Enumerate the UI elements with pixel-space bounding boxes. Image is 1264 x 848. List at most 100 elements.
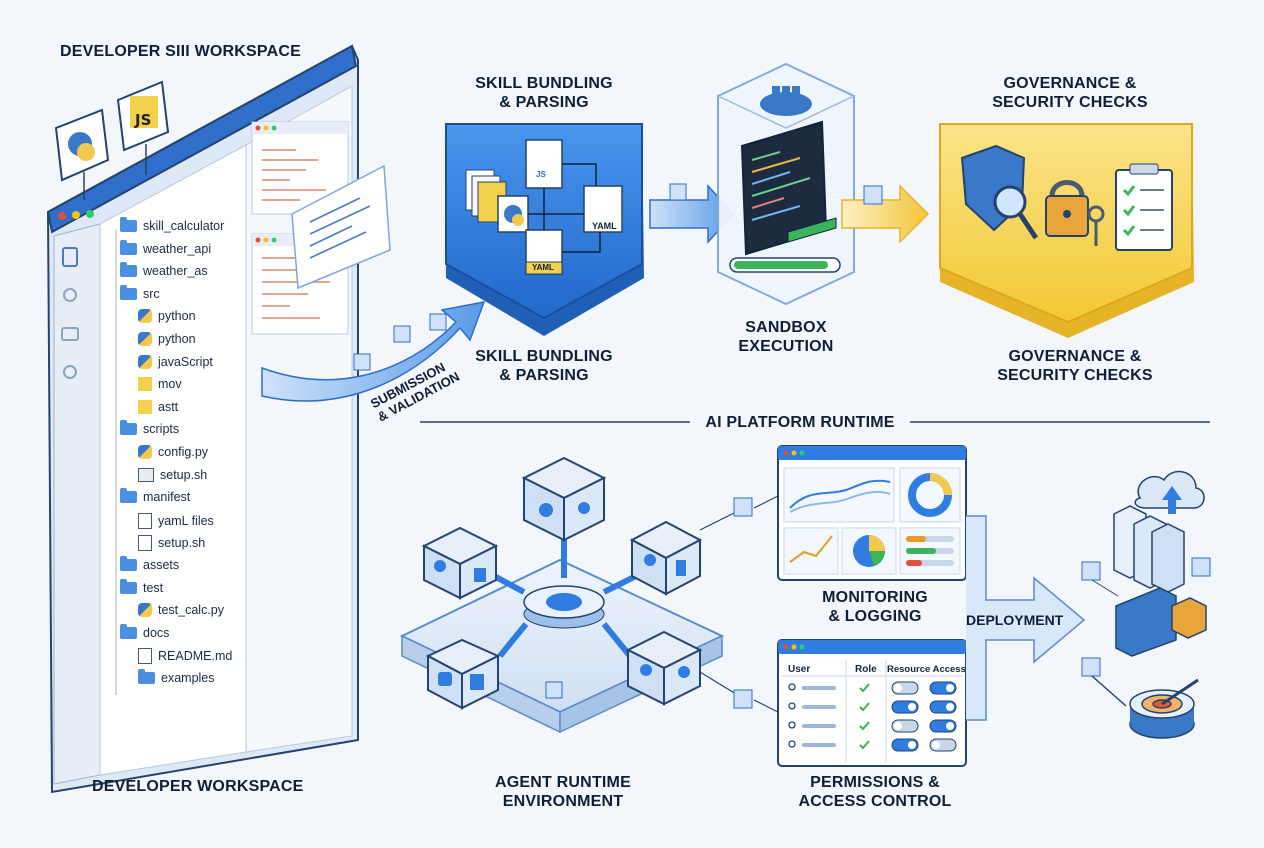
agent-platform	[399, 456, 725, 734]
tree-item[interactable]: javaScript	[138, 354, 213, 369]
tree-item[interactable]: manifest	[120, 488, 191, 505]
tree-item[interactable]: src	[120, 284, 160, 301]
file-icon	[138, 512, 152, 529]
user-name-placeholder	[802, 686, 836, 690]
bundling-yaml-file-label-2: YAML	[532, 263, 554, 272]
folder-icon	[120, 420, 137, 436]
tree-item[interactable]: assets	[120, 556, 180, 572]
js-badge-label: JS	[135, 111, 152, 129]
gear-icon	[63, 365, 77, 379]
search-icon	[63, 288, 77, 302]
submission-arrow	[261, 301, 486, 402]
packet-icon	[733, 689, 753, 709]
tree-item[interactable]: skill_calculator	[120, 217, 225, 233]
agent-runtime-caption: AGENT RUNTIME ENVIRONMENT	[495, 774, 631, 810]
tree-item[interactable]: test	[120, 578, 164, 595]
toggle-knob	[946, 703, 954, 711]
tree-item-label: astt	[158, 399, 179, 414]
tree-item[interactable]: examples	[138, 669, 215, 685]
tree-item[interactable]: weather_api	[120, 239, 212, 256]
tree-item[interactable]: README.md	[138, 648, 233, 665]
tree-item[interactable]: astt	[138, 399, 179, 414]
bundling-yaml-file-label: YAML	[592, 221, 617, 231]
tree-item-label: src	[143, 286, 160, 301]
toggle-knob	[946, 684, 954, 692]
workspace-top-title: DEVELOPER SIII WORKSPACE	[60, 43, 301, 60]
permissions-caption: PERMISSIONS & ACCESS CONTROL	[798, 774, 952, 810]
folder-icon	[120, 556, 137, 571]
python-icon	[138, 354, 152, 369]
tree-item[interactable]: setup.sh	[138, 467, 207, 482]
tree-item-label: test	[143, 580, 164, 595]
arrow-to-sandbox	[649, 183, 736, 244]
folder-icon	[120, 239, 137, 255]
toggle-knob	[946, 722, 954, 730]
tree-item[interactable]: yamL files	[138, 512, 214, 529]
tree-item-label: mov	[158, 377, 182, 392]
perm-header-user: User	[788, 664, 811, 675]
permissions-rows	[788, 681, 957, 752]
tree-item[interactable]: python	[138, 332, 196, 346]
workspace-window	[46, 44, 391, 794]
tree-item-label: test_calc.py	[158, 603, 225, 618]
tree-item-label: examples	[161, 671, 215, 685]
tree-item[interactable]: weather_as	[120, 262, 208, 279]
python-icon	[138, 603, 152, 618]
sandbox-caption: SANDBOX EXECUTION	[738, 319, 834, 355]
tree-item-label: skill_calculator	[143, 219, 225, 233]
tree-item-label: manifest	[143, 490, 191, 505]
terminal-icon	[138, 467, 154, 482]
folder-icon	[120, 578, 137, 594]
user-icon	[788, 683, 796, 691]
tree-item-label: docs	[143, 625, 170, 640]
js-badge	[116, 80, 170, 175]
arrow-to-governance	[841, 184, 930, 244]
user-icon	[788, 740, 796, 748]
monitoring-caption: MONITORING & LOGGING	[822, 589, 928, 625]
tree-item[interactable]: docs	[120, 623, 170, 640]
deployment-label: DEPLOYMENT	[966, 612, 1064, 628]
folder-icon	[120, 217, 137, 232]
governance-shield	[939, 123, 1194, 338]
tree-item-label: assets	[143, 558, 180, 572]
toggle-knob	[932, 741, 940, 749]
tree-item[interactable]: mov	[138, 377, 182, 392]
packet-icon	[733, 497, 753, 517]
js-icon	[138, 377, 152, 392]
check-icon	[859, 721, 870, 731]
tree-item[interactable]: config.py	[138, 445, 208, 459]
tree-item[interactable]: scripts	[120, 420, 180, 437]
tree-item-label: scripts	[143, 422, 180, 437]
tree-item-label: javaScript	[158, 354, 213, 369]
bundling-title: SKILL BUNDLING & PARSING	[475, 75, 613, 111]
tree-item-label: weather_api	[143, 241, 212, 256]
files-icon	[62, 247, 78, 267]
check-icon	[859, 740, 870, 750]
python-icon	[138, 309, 152, 324]
user-name-placeholder	[802, 724, 836, 728]
bundling-js-file-label: JS	[536, 170, 546, 179]
perm-header-resource-access: Resource Access	[887, 664, 966, 675]
deployment-arrow	[966, 515, 1086, 721]
tree-item[interactable]: setup.sh	[138, 535, 205, 552]
tree-item-label: README.md	[158, 649, 233, 664]
runtime-section-title: AI PLATFORM RUNTIME	[705, 414, 895, 431]
check-icon	[859, 702, 870, 712]
tree-item[interactable]: python	[138, 309, 196, 324]
tree-item[interactable]: test_calc.py	[138, 603, 225, 618]
toggle-knob	[894, 722, 902, 730]
toggle-knob	[908, 703, 916, 711]
file-icon	[138, 648, 152, 665]
governance-title: GOVERNANCE & SECURITY CHECKS	[992, 75, 1148, 111]
sandbox-container	[717, 62, 855, 306]
tree-item-label: python	[158, 332, 196, 346]
tree-item-label: yamL files	[158, 513, 214, 528]
runtime-connectors	[699, 495, 779, 713]
tree-item-label: weather_as	[143, 264, 208, 279]
folder-icon	[120, 623, 137, 639]
python-icon	[138, 445, 152, 459]
monitoring-dashboard	[777, 445, 967, 581]
python-icon	[138, 332, 152, 346]
toggle-knob	[894, 684, 902, 692]
bundling-caption: SKILL BUNDLING & PARSING	[475, 348, 613, 384]
